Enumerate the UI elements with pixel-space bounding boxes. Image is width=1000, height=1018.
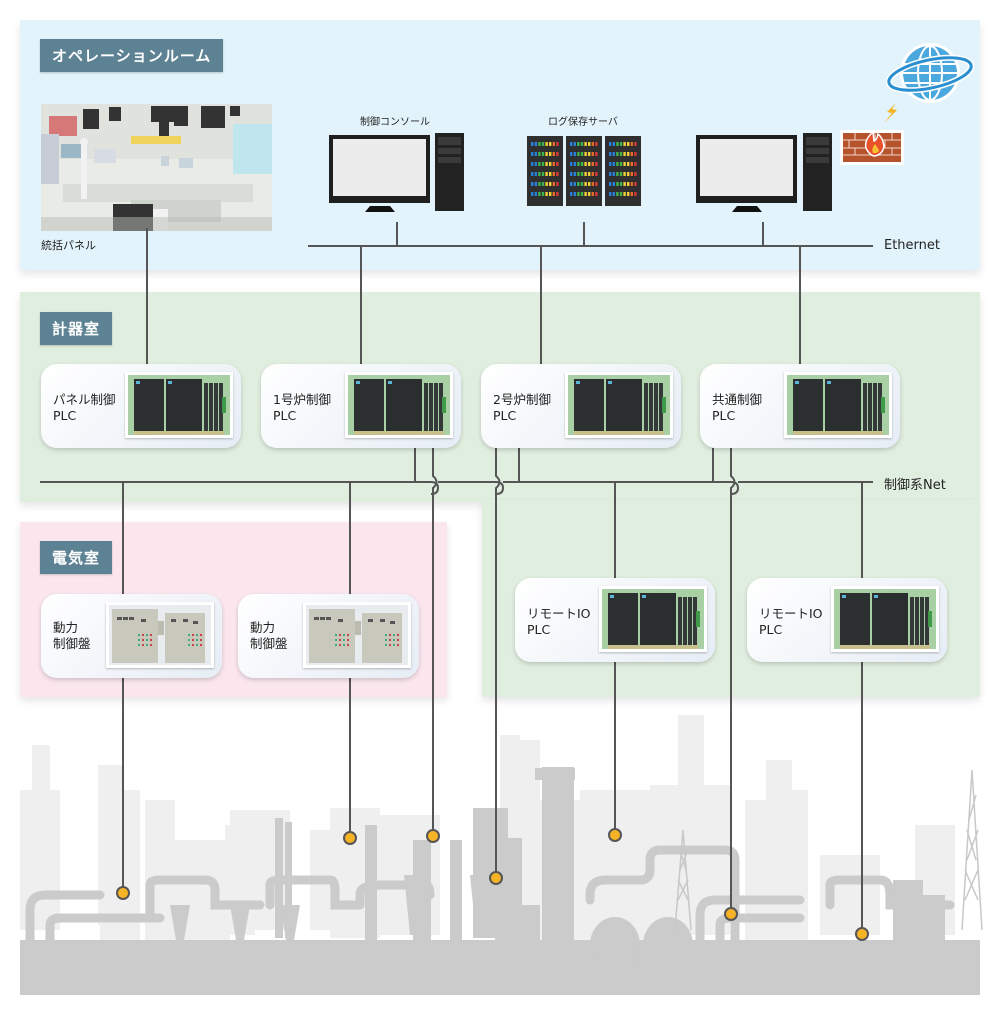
plc-card-reactor-1[interactable]: 1号炉制御 PLC [261,364,461,448]
power-panel-icon [109,605,211,665]
plc-card-reactor-2[interactable]: 2号炉制御 PLC [481,364,681,448]
plc-label: パネル制御 PLC [53,392,116,423]
plc-label: 1号炉制御 PLC [273,392,331,423]
plc-hardware-icon [128,375,230,435]
remote-io-label: リモートIO PLC [759,606,823,637]
power-panel-card-2[interactable]: 動力 制御盤 [238,594,419,678]
plc-hardware-icon [831,586,939,652]
plc-hardware-icon [784,372,892,438]
plc-hardware-icon [125,372,233,438]
integrated-panel-photo [41,104,272,231]
power-panel-icon [303,602,411,668]
zone-label-instrument-room: 計器室 [40,312,113,345]
plc-label: 2号炉制御 PLC [493,392,551,423]
control-net-label: 制御系Net [884,478,946,493]
plc-label: 共通制御 PLC [712,392,763,423]
power-panel-card-1[interactable]: 動力 制御盤 [41,594,222,678]
skyline-near [20,767,980,995]
control-console-label: 制御コンソール [360,117,430,128]
remote-io-label: リモートIO PLC [527,606,591,637]
power-panel-icon [106,602,214,668]
towers [674,769,983,931]
plc-hardware-icon [787,375,889,435]
pipes [25,845,955,945]
plc-hardware-icon [348,375,450,435]
plc-hardware-icon [834,589,936,649]
plc-hardware-icon [568,375,670,435]
power-panel-icon [306,605,408,665]
log-server-label: ログ保存サーバ [548,117,618,128]
ethernet-label: Ethernet [884,238,940,253]
plc-card-common-control[interactable]: 共通制御 PLC [700,364,900,448]
power-panel-label: 動力 制御盤 [53,620,91,651]
plc-card-panel-control[interactable]: パネル制御 PLC [41,364,241,448]
plc-hardware-icon [599,586,707,652]
power-panel-label: 動力 制御盤 [250,620,288,651]
zone-label-electrical-room: 電気室 [40,541,113,574]
zone-label-operation-room: オペレーションルーム [40,39,224,72]
control-room-photo-icon [41,104,272,231]
remote-io-card-1[interactable]: リモートIO PLC [515,578,715,662]
remote-io-card-2[interactable]: リモートIO PLC [747,578,947,662]
plc-hardware-icon [602,589,704,649]
plc-hardware-icon [565,372,673,438]
integrated-panel-label: 統括パネル [41,239,96,252]
plc-hardware-icon [345,372,453,438]
